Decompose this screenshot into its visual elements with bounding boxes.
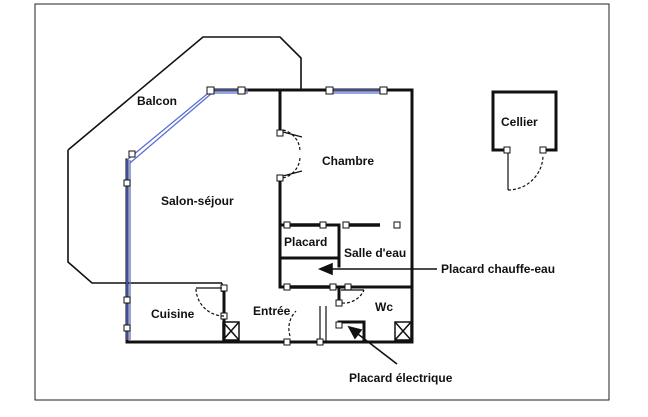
- label-placard: Placard: [284, 235, 327, 249]
- callout-placard-electrique: Placard électrique: [349, 371, 453, 385]
- callout-arrows: [317, 262, 437, 365]
- door-swings: [195, 129, 544, 337]
- label-salon: Salon-séjour: [161, 194, 234, 208]
- page-frame: [34, 3, 610, 401]
- label-chambre: Chambre: [322, 154, 374, 168]
- cellier-walls: [491, 90, 558, 152]
- label-cellier: Cellier: [501, 115, 538, 129]
- door-leaves: [196, 131, 509, 291]
- label-cuisine: Cuisine: [151, 307, 195, 321]
- windows: [126, 89, 384, 340]
- service-duct: [319, 306, 327, 342]
- label-wc: Wc: [375, 300, 393, 314]
- label-balcon: Balcon: [137, 94, 177, 108]
- closet-doors: [290, 223, 380, 289]
- ventilation-duct-wc: [394, 321, 412, 341]
- label-entree: Entrée: [253, 304, 291, 318]
- label-salle-eau: Salle d'eau: [344, 246, 406, 260]
- cellier-jambs: [503, 146, 547, 154]
- ventilation-duct-cuisine: [222, 321, 240, 341]
- callout-placard-chauffe-eau: Placard chauffe-eau: [441, 262, 555, 276]
- balcony-outline: [67, 36, 302, 284]
